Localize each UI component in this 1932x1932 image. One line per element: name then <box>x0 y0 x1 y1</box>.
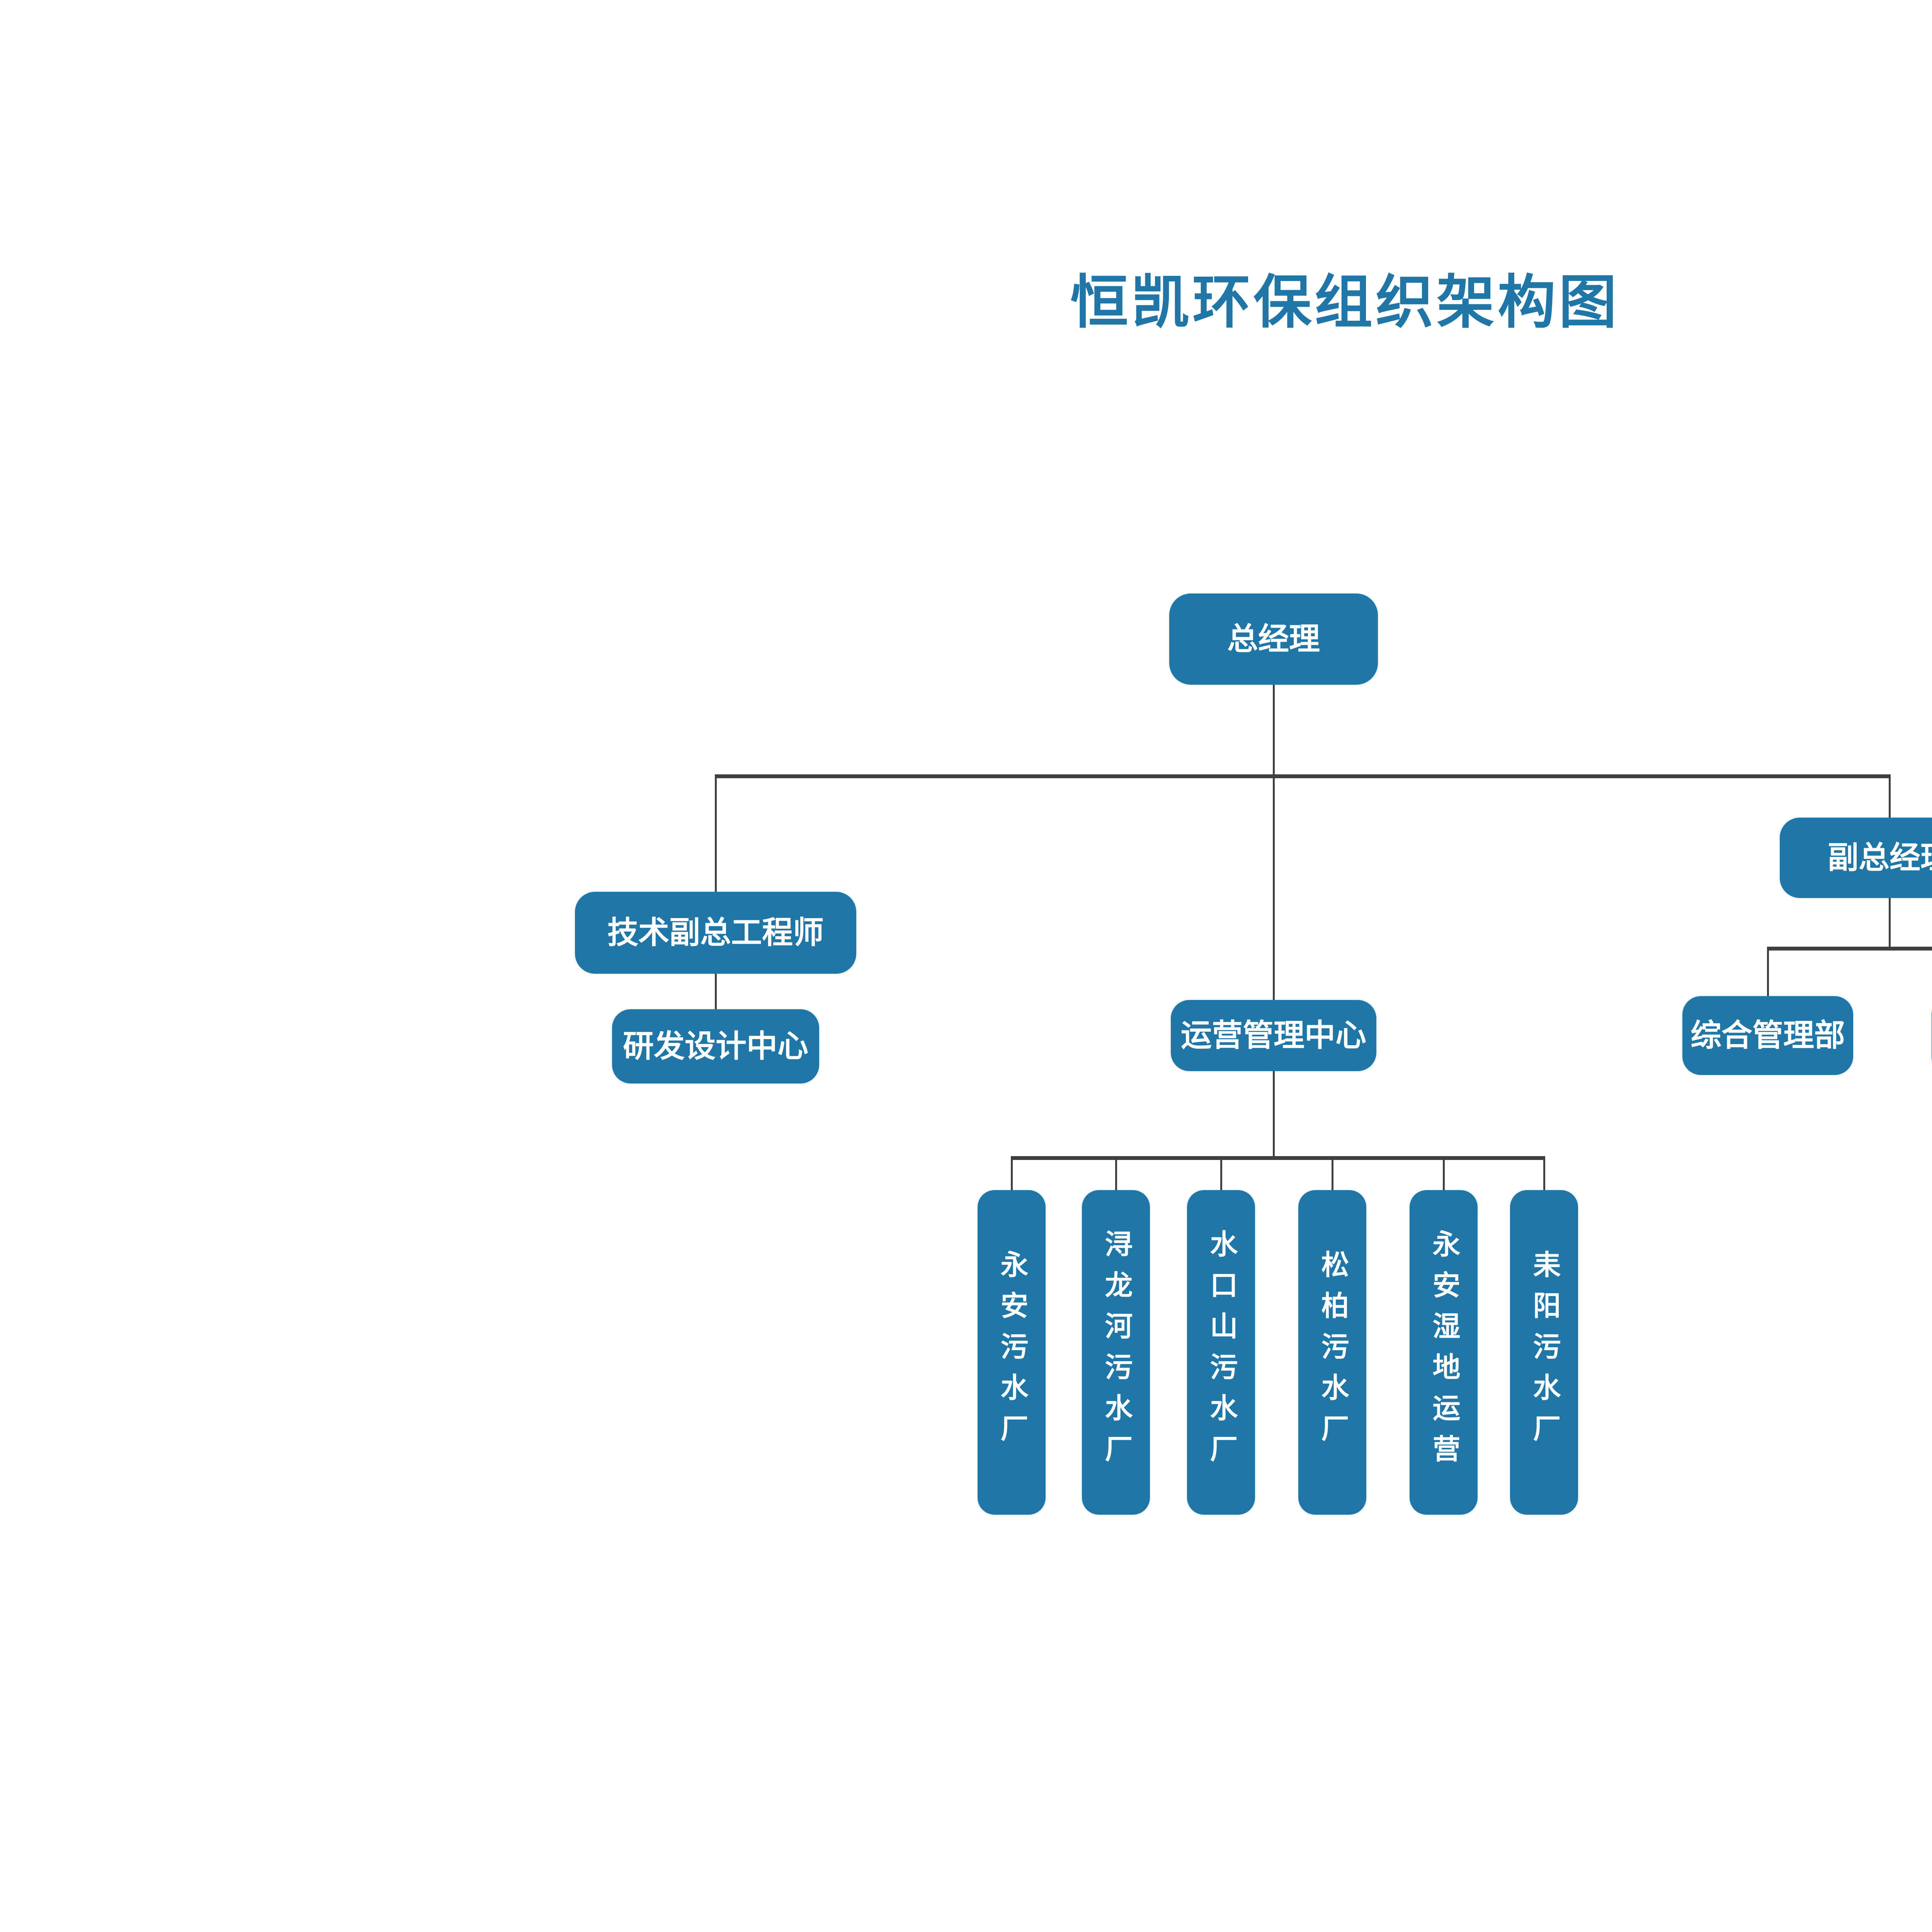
node-label: 综合管理部 <box>1690 1018 1845 1053</box>
connector-plant-5-drop <box>1442 1160 1445 1190</box>
connector-tech-to-rd-vertical <box>714 974 717 1009</box>
connector-plant-4-drop <box>1331 1160 1333 1190</box>
node-label: 总经理 <box>1227 622 1320 656</box>
node-label: 副总经理 <box>1828 840 1932 875</box>
node-label: 松柏污水厂 <box>1317 1250 1348 1455</box>
connector-plant-6-drop <box>1543 1160 1545 1190</box>
node-tech-deputy-chief-engineer[interactable]: 技术副总工程师 <box>575 892 856 974</box>
connector-main-horizontal-bar <box>714 774 1891 778</box>
node-plant-leiyang-wwtp[interactable]: 耒阳污水厂 <box>1510 1190 1578 1515</box>
node-general-manager[interactable]: 总经理 <box>1169 594 1378 685</box>
connector-deputy-to-depts-vertical <box>1888 898 1891 947</box>
node-label: 研发设计中心 <box>623 1029 808 1063</box>
connector-plants-horizontal-bar <box>1010 1156 1545 1160</box>
node-rd-design-center[interactable]: 研发设计中心 <box>612 1009 819 1083</box>
connector-right-branch-vertical <box>1888 778 1891 818</box>
node-label: 永安污水厂 <box>996 1250 1027 1455</box>
connector-ops-to-plants-vertical <box>1272 1071 1275 1156</box>
node-deputy-general-manager[interactable]: 副总经理 <box>1780 818 1932 898</box>
connector-plant-3-drop <box>1220 1160 1222 1190</box>
node-plant-yongan-wetland-ops[interactable]: 永安湿地运营 <box>1410 1190 1478 1515</box>
connector-depts-horizontal-bar <box>1767 947 1932 951</box>
node-general-admin-dept[interactable]: 综合管理部 <box>1682 996 1853 1075</box>
connector-admin-dept-drop <box>1767 951 1769 996</box>
node-label: 耒阳污水厂 <box>1529 1250 1560 1455</box>
node-label: 技术副总工程师 <box>607 915 824 950</box>
node-label: 浔龙河污水厂 <box>1100 1230 1131 1475</box>
node-plant-xunlonghe-wwtp[interactable]: 浔龙河污水厂 <box>1082 1190 1150 1515</box>
node-plant-yongan-wwtp[interactable]: 永安污水厂 <box>978 1190 1046 1515</box>
node-plant-songbai-wwtp[interactable]: 松柏污水厂 <box>1298 1190 1366 1515</box>
connector-ceo-vertical <box>1272 685 1275 1000</box>
connector-left-branch-vertical <box>714 778 717 892</box>
node-label: 水口山污水厂 <box>1206 1230 1236 1475</box>
node-label: 运营管理中心 <box>1181 1018 1366 1053</box>
connector-plant-2-drop <box>1115 1160 1117 1190</box>
node-label: 永安湿地运营 <box>1428 1230 1459 1475</box>
node-operations-management-center[interactable]: 运营管理中心 <box>1171 1000 1376 1071</box>
connector-plant-1-drop <box>1010 1160 1013 1190</box>
node-plant-shuikoushan-wwtp[interactable]: 水口山污水厂 <box>1187 1190 1255 1515</box>
chart-title: 恒凯环保组织架构图 <box>1070 270 1620 335</box>
